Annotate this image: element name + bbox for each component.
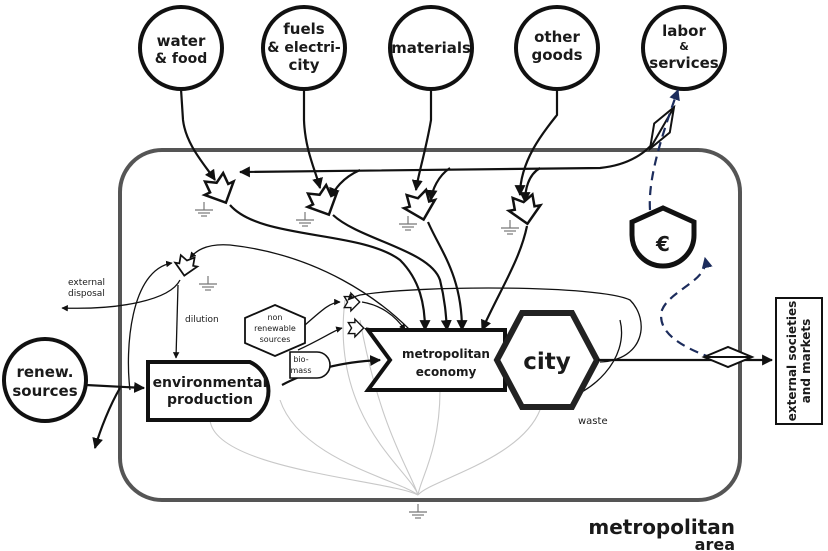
heat-sink-1-icon [194,201,214,217]
source-fuels-electricity[interactable]: fuels & electri- city [261,5,347,91]
source-labor-line3: services [649,54,718,72]
source-labor-services[interactable]: labor & services [641,5,727,91]
source-other-goods-line2: goods [531,46,582,64]
nonrenew-line3: sources [260,335,291,344]
heat-sink-2-icon [295,211,315,227]
source-renewable[interactable]: renew. sources [2,337,88,423]
biomass-node[interactable]: bio- mass [289,351,331,379]
interaction-small-2-icon [347,318,365,338]
heat-sink-5-icon [198,275,218,291]
dilution-label: dilution [185,315,219,325]
area-label-line2: area [695,535,735,551]
economy-line2: economy [416,365,477,379]
source-fuels-line2: & electri- [267,40,341,56]
city-node[interactable]: city [493,310,601,410]
external-line1: external societies [785,301,799,422]
source-renew-line2: sources [12,382,77,400]
economy-line1: metropolitan [402,347,490,361]
source-materials-line1: materials [391,39,471,57]
city-label: city [523,349,571,375]
metropolitan-economy-node[interactable]: metropolitan economy [364,328,507,392]
biomass-line1: bio- [293,355,308,364]
biomass-line2: mass [290,366,311,375]
metropolitan-area-boundary [118,148,742,502]
source-water-food[interactable]: water & food [138,5,224,91]
euro-label: € [655,232,670,256]
bottom-heat-sink-icon [408,503,428,519]
source-water-food-line1: water [157,32,206,50]
dissipation-lines [209,299,541,496]
source-labor-line1: labor [662,22,706,40]
external-disposal-line1: external [68,278,105,288]
nonrenewable-sources-node[interactable]: non renewable sources [244,304,306,357]
interaction-materials-icon [399,187,441,225]
heat-sink-4-icon [500,219,520,235]
interaction-dilution-icon [172,253,200,279]
external-societies-box[interactable]: external societies and markets [775,297,823,425]
source-renew-line1: renew. [16,363,73,381]
source-water-food-line2: & food [155,51,207,67]
money-flow-to-labor [648,88,680,211]
source-other-goods[interactable]: other goods [514,5,600,91]
source-materials[interactable]: materials [388,5,474,91]
external-disposal-line2: disposal [68,289,105,299]
waste-label: waste [578,416,608,427]
nonrenew-line2: renewable [254,324,296,333]
money-flow-from-external [660,256,713,360]
source-fuels-line1: fuels [283,20,325,38]
environmental-production-node[interactable]: environmental production [146,360,271,422]
area-label-line1: metropolitan [588,515,735,539]
source-labor-line2: & [679,40,689,53]
money-storage-euro[interactable]: € [629,205,697,269]
env-production-line2: production [167,392,253,408]
nonrenew-line1: non [267,313,282,322]
transaction-labor-icon [648,104,676,152]
external-line2: and markets [799,319,813,404]
heat-sink-3-icon [398,215,418,231]
source-other-goods-line1: other [534,28,580,46]
source-fuels-line3: city [289,56,320,74]
interaction-water-food-icon [198,169,242,211]
transaction-external-icon [701,345,755,369]
env-production-line1: environmental [153,375,268,391]
